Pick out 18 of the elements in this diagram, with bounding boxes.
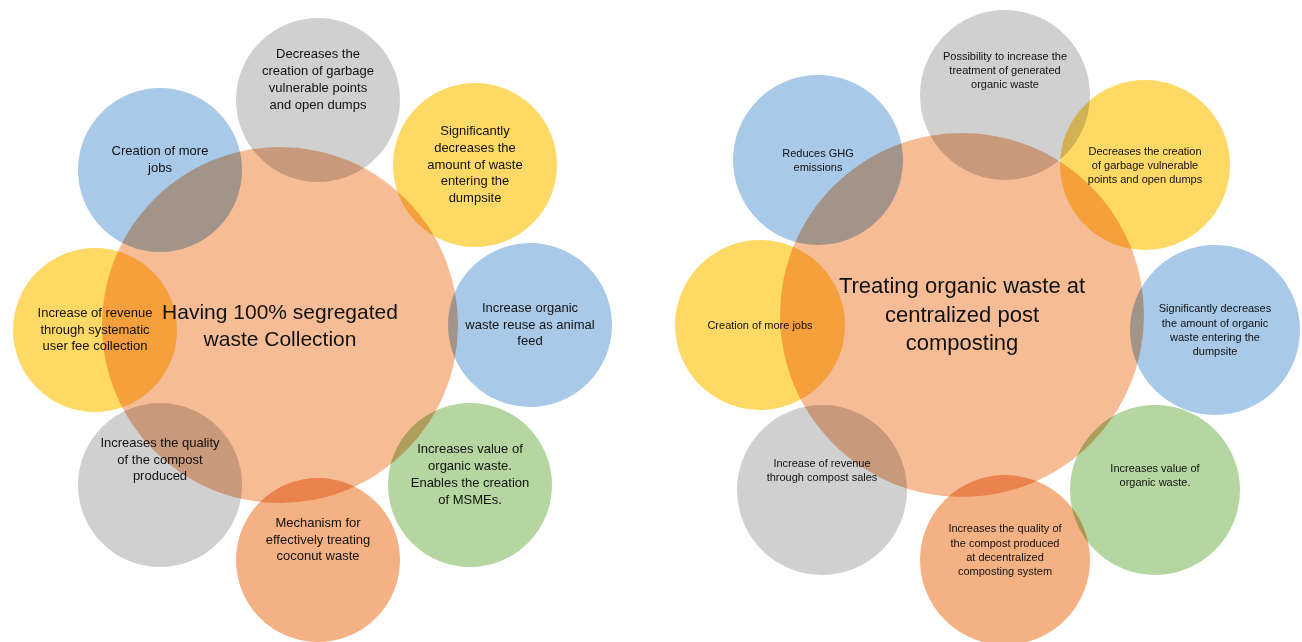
benefit-text: Increases value of organic waste. (1109, 460, 1201, 490)
benefit-text: Increase of revenue through systematic user fee collection (36, 304, 154, 356)
benefit-text: Increase organic waste reuse as animal feed (465, 299, 595, 351)
benefit-text: Creation of more jobs (706, 317, 814, 333)
benefit-text: Increases the quality of the compost produced (100, 434, 220, 486)
benefit-text: Mechanism for effectively treating coconut waste (264, 514, 372, 566)
benefit-text: Significantly decreases the amount of organic waste entering the dumpsite (1157, 301, 1273, 359)
center-title: Treating organic waste at centralized post composting (837, 272, 1087, 358)
benefit-text: Increase of revenue through compost sales (765, 455, 879, 485)
benefit-text: Significantly decreases the amount of waste entering the dumpsite (426, 122, 524, 208)
benefit-text: Creation of more jobs (110, 143, 210, 177)
benefit-text: Decreases the creation of garbage vulnerable points and open dumps (261, 46, 375, 114)
benefit-text: Possibility to increase the treatment of generated organic waste (942, 48, 1068, 92)
benefit-text: Increases value of organic waste. Enables the creation of MSMEs. (409, 441, 531, 509)
benefit-text: Decreases the creation of garbage vulnerable points and open dumps (1086, 143, 1204, 187)
benefit-text: Reduces GHG emissions (781, 145, 855, 175)
center-title: Having 100% segregated waste Collection (161, 298, 399, 352)
benefit-text: Increases the quality of the compost produced at decentralized composting system (947, 521, 1063, 579)
